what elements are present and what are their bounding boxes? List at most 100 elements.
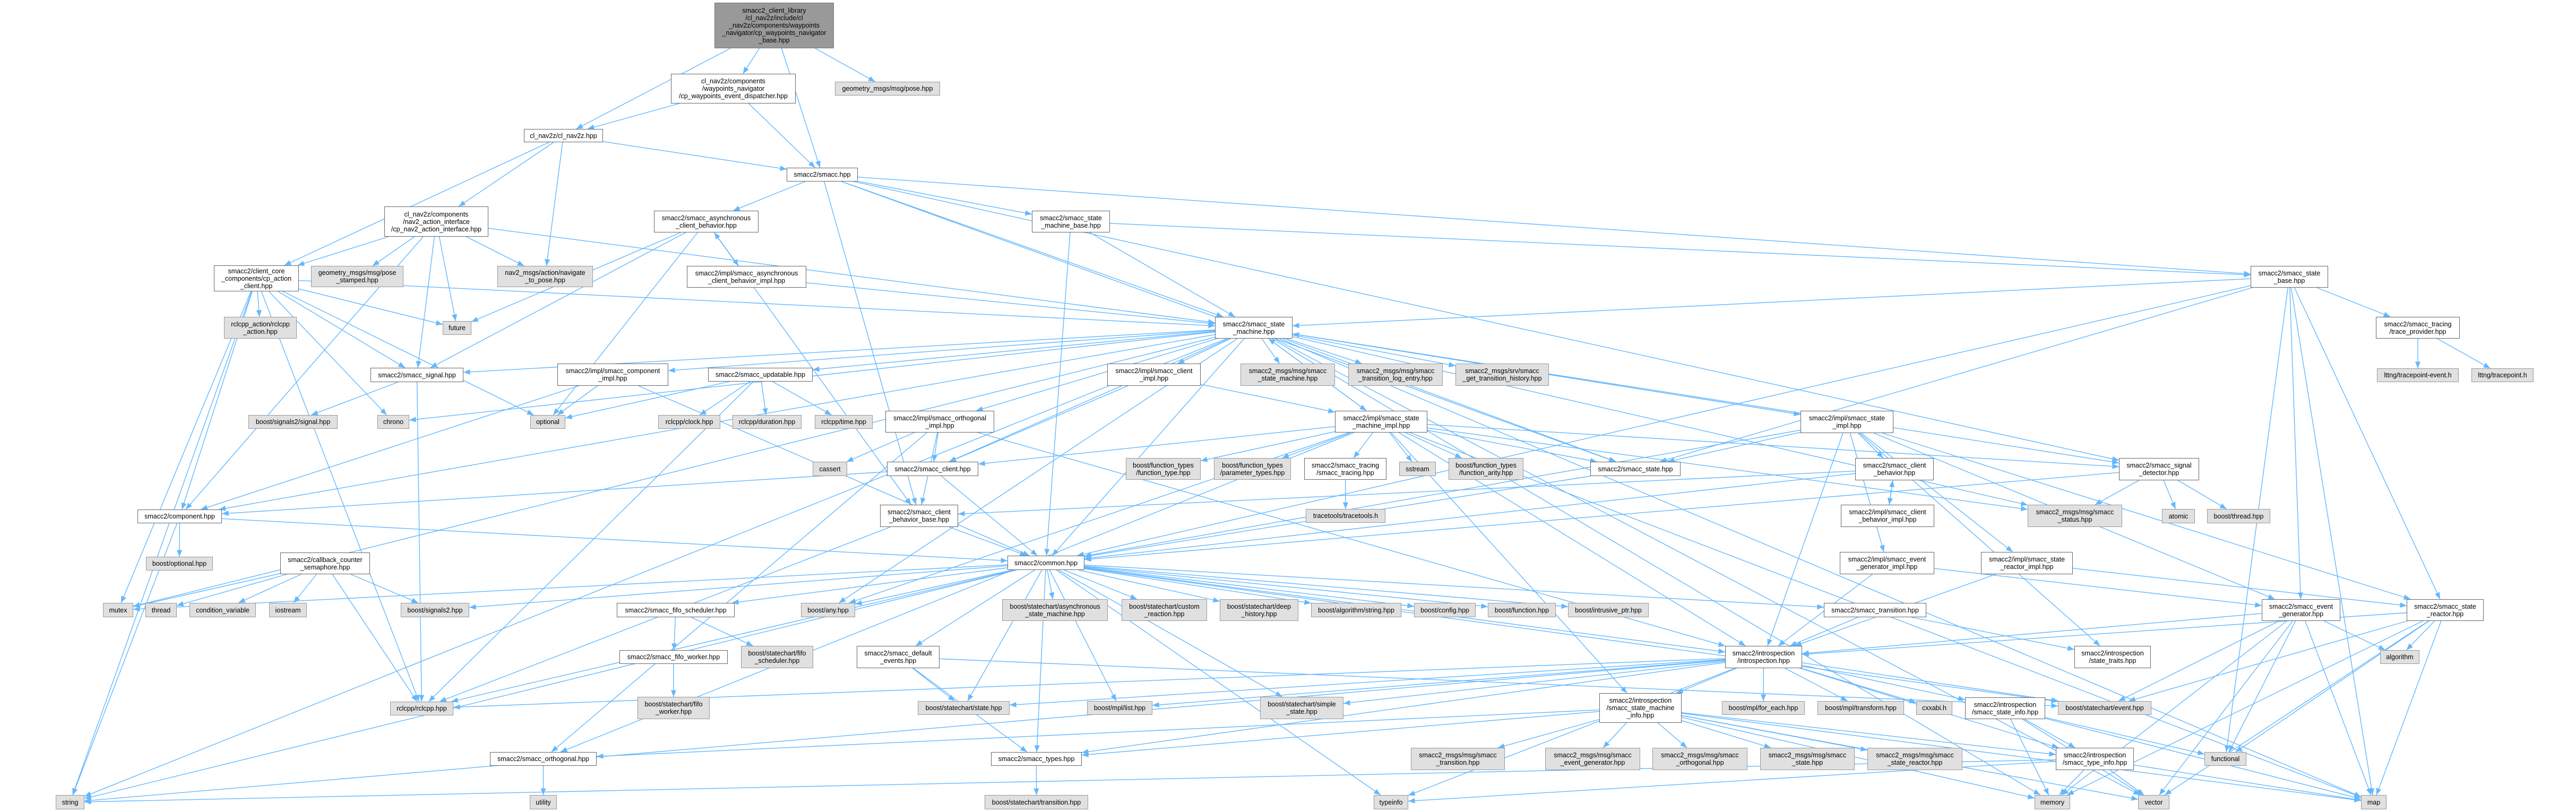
edge-fifosched-to-scfifosched — [691, 617, 753, 646]
node-statebase[interactable]: smacc2/smacc_state _base.hpp — [2251, 266, 2328, 288]
node-label: smacc2_msgs/msg/smacc _event_generator.h… — [1554, 751, 1632, 766]
edge-actionclient-to-chrono — [268, 291, 387, 416]
node-traceprov[interactable]: smacc2/smacc_tracing /trace_provider.hpp — [2376, 317, 2460, 339]
node-condvar: condition_variable — [189, 603, 256, 617]
node-srvgth: smacc2_msgs/srv/smacc _get_transition_hi… — [1455, 364, 1549, 386]
node-cbimpl[interactable]: smacc2/impl/smacc_client _behavior_impl.… — [1841, 505, 1934, 527]
node-tracing[interactable]: smacc2/smacc_tracing /smacc_tracing.hpp — [1304, 458, 1386, 480]
node-clnav2z[interactable]: cl_nav2z/cl_nav2z.hpp — [524, 129, 603, 142]
node-egimpl[interactable]: smacc2/impl/smacc_event _generator_impl.… — [1840, 552, 1934, 574]
node-state[interactable]: smacc2/smacc_state.hpp — [1590, 462, 1681, 476]
edge-sm-to-msgsm — [1261, 338, 1280, 364]
node-label: chrono — [383, 418, 404, 426]
edge-actionclient-to-future — [298, 288, 443, 326]
node-clock: rclcpp/clock.hpp — [658, 415, 720, 429]
edge-stateimpl-to-cb — [1858, 433, 1884, 459]
node-fifosched[interactable]: smacc2/smacc_fifo_scheduler.hpp — [617, 603, 735, 617]
node-label: boost/statechart/transition.hpp — [992, 798, 1081, 806]
node-typeinfo_h[interactable]: smacc2/introspection /smacc_type_info.hp… — [2056, 748, 2134, 770]
node-algstr: boost/algorithm/string.hpp — [1311, 603, 1401, 617]
node-stateimpl[interactable]: smacc2/impl/smacc_state _impl.hpp — [1800, 411, 1893, 433]
node-sminfo[interactable]: smacc2/introspection /smacc_state_machin… — [1599, 693, 1682, 723]
node-actionclient[interactable]: smacc2/client_core _components/cp_action… — [214, 265, 299, 291]
edge-stateimpl-to-common — [1084, 429, 1801, 558]
node-label: boost/any.hpp — [807, 606, 849, 614]
node-srimpl[interactable]: smacc2/impl/smacc_state _reactor_impl.hp… — [1981, 552, 2073, 574]
edge-common-to-transition — [1084, 564, 1824, 610]
node-client[interactable]: smacc2/smacc_client.hpp — [887, 462, 978, 476]
edge-sm-to-srvgth — [1292, 334, 1456, 367]
node-boptional: boost/optional.hpp — [146, 557, 213, 571]
node-label: string — [62, 798, 79, 806]
node-label: future — [449, 324, 466, 332]
node-introspection[interactable]: smacc2/introspection /introspection.hpp — [1725, 646, 1802, 668]
node-reactor[interactable]: smacc2/smacc_state _reactor.hpp — [2407, 599, 2484, 621]
edge-sm-to-compimpl — [668, 330, 1216, 373]
edge-sminfo-to-types — [1081, 711, 1600, 757]
node-label: smacc2_msgs/msg/smacc _state.hpp — [1768, 751, 1847, 766]
edge-common-to-rclcpp — [451, 569, 1015, 703]
node-smbase[interactable]: smacc2/smacc_state _machine_base.hpp — [1032, 211, 1110, 232]
edge-actionclient-to-rclcpp — [261, 291, 420, 702]
edge-sm-to-updatable — [812, 331, 1216, 372]
node-dispatcher[interactable]: cl_nav2z/components /waypoints_navigator… — [671, 74, 796, 103]
node-cb[interactable]: smacc2/smacc_client _behavior.hpp — [1855, 458, 1934, 480]
edge-eventgen-to-functional — [2228, 620, 2296, 753]
node-orthimpl[interactable]: smacc2/impl/smacc_orthogonal _impl.hpp — [885, 411, 994, 433]
edge-typeinfo_h-to-memory — [2059, 770, 2084, 796]
node-clientimpl[interactable]: smacc2/impl/smacc_client _impl.hpp — [1107, 364, 1201, 386]
node-smacc[interactable]: smacc2/smacc.hpp — [787, 168, 858, 182]
node-orthogonal[interactable]: smacc2/smacc_orthogonal.hpp — [490, 752, 597, 766]
edge-compimpl-to-component — [201, 385, 579, 510]
node-label: smacc2/impl/smacc_client _impl.hpp — [1115, 367, 1193, 382]
node-label: smacc2/smacc_signal.hpp — [378, 371, 456, 379]
node-sm[interactable]: smacc2/smacc_state _machine.hpp — [1215, 317, 1293, 339]
edge-stateimpl-to-state — [1667, 431, 1801, 463]
node-label: smacc2/impl/smacc_orthogonal _impl.hpp — [893, 414, 987, 429]
node-eventgen[interactable]: smacc2/smacc_event _generator.hpp — [2262, 599, 2340, 621]
node-defevents[interactable]: smacc2/smacc_default _events.hpp — [857, 646, 940, 668]
node-transition[interactable]: smacc2/smacc_transition.hpp — [1824, 603, 1926, 617]
node-nav2ai[interactable]: cl_nav2z/components /nav2_action_interfa… — [384, 206, 488, 237]
node-types[interactable]: smacc2/smacc_types.hpp — [991, 752, 1082, 766]
edge-clientimpl-to-smimpl — [1200, 384, 1336, 413]
edge-actionclient-to-signal — [278, 291, 406, 368]
edge-introspection-to-scstate — [1009, 659, 1726, 707]
node-statetraits[interactable]: smacc2/introspection /state_traits.hpp — [2074, 646, 2151, 668]
node-cbbase[interactable]: smacc2/smacc_client _behavior_base.hpp — [880, 505, 958, 527]
node-msgstate: smacc2_msgs/msg/smacc _state.hpp — [1760, 748, 1855, 770]
edge-common-to-simplestate — [1058, 569, 1282, 697]
node-label: smacc2_msgs/srv/smacc _get_transition_hi… — [1462, 367, 1542, 382]
node-root[interactable]: smacc2_client_library /cl_nav2z/include/… — [714, 3, 834, 48]
node-fifoworker[interactable]: smacc2/smacc_fifo_worker.hpp — [619, 650, 728, 664]
node-stateinfo[interactable]: smacc2/introspection /smacc_state_info.h… — [1965, 697, 2045, 719]
node-label: boost/signals2/signal.hpp — [255, 418, 331, 426]
node-typeinfo: typeinfo — [1374, 795, 1408, 809]
node-scfifosched: boost/statechart/fifo _scheduler.hpp — [741, 646, 813, 668]
node-component[interactable]: smacc2/component.hpp — [137, 509, 222, 523]
node-common[interactable]: smacc2/common.hpp — [1007, 556, 1084, 570]
node-compimpl[interactable]: smacc2/impl/smacc_component _impl.hpp — [557, 364, 668, 386]
node-label: rclcpp/duration.hpp — [738, 418, 796, 426]
node-asynccb[interactable]: smacc2/smacc_asynchronous _client_behavi… — [654, 211, 759, 232]
node-asynccbimpl[interactable]: smacc2/impl/smacc_asynchronous _client_b… — [687, 266, 806, 288]
node-updatable[interactable]: smacc2/smacc_updatable.hpp — [708, 368, 813, 382]
node-algorithm: algorithm — [2380, 650, 2419, 664]
node-signals2: boost/signals2.hpp — [401, 603, 469, 617]
node-label: smacc2/smacc_state.hpp — [1598, 465, 1673, 473]
node-label: vector — [2144, 798, 2163, 806]
edge-common-to-scevent — [1084, 567, 2058, 704]
node-signal[interactable]: smacc2/smacc_signal.hpp — [371, 368, 463, 382]
node-ccs[interactable]: smacc2/callback_counter _semaphore.hpp — [280, 552, 370, 574]
node-deeph: boost/statechart/deep _history.hpp — [1220, 599, 1298, 621]
edge-sm-to-sigdet — [1292, 333, 2120, 465]
node-sigdet[interactable]: smacc2/smacc_signal _detector.hpp — [2119, 458, 2199, 480]
node-label: mutex — [109, 606, 127, 614]
edge-smacc-to-asynccb — [733, 181, 806, 211]
edge-common-to-bconfig — [1084, 567, 1415, 609]
node-smimpl[interactable]: smacc2/impl/smacc_state _machine_impl.hp… — [1335, 411, 1427, 433]
edge-sminfo-to-map — [1681, 713, 2362, 802]
node-sctrans: boost/statechart/transition.hpp — [985, 795, 1088, 809]
node-label: smacc2/smacc_client _behavior.hpp — [1863, 462, 1926, 477]
edge-sminfo-to-msgtrans — [1497, 719, 1600, 749]
